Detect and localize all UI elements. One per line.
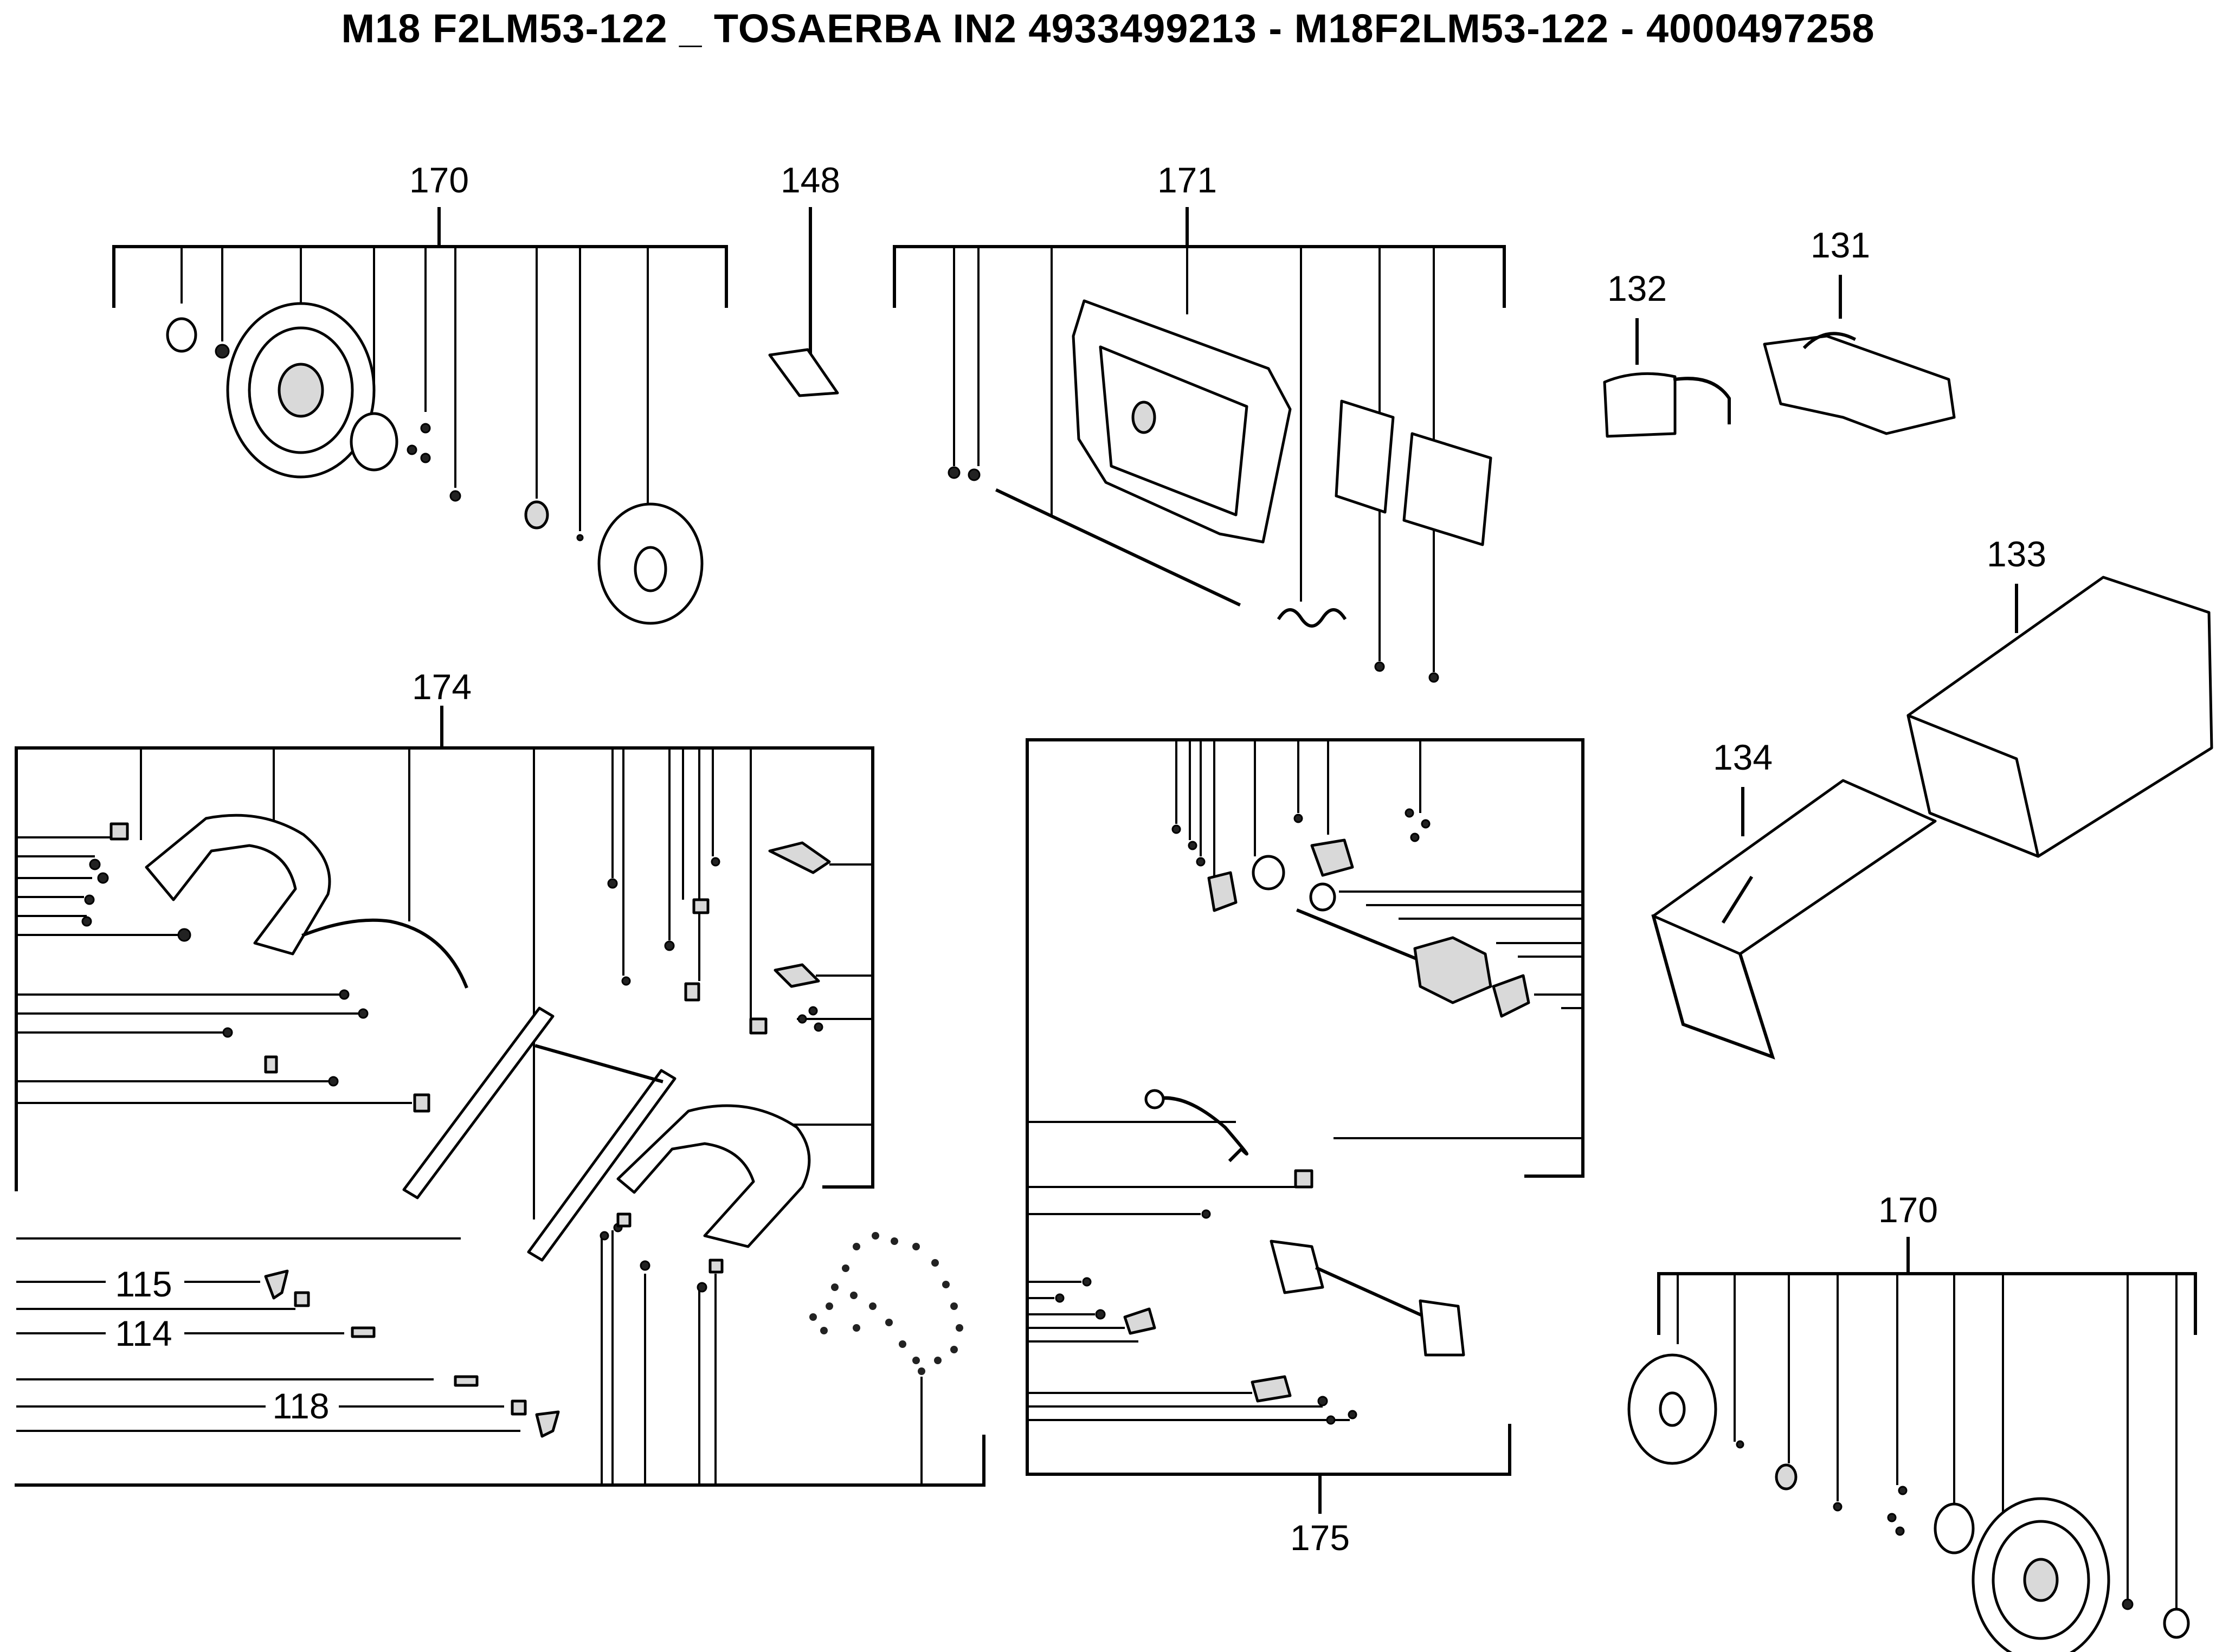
callout-132: 132 (1607, 268, 1667, 308)
gasket-right (1402, 432, 1492, 546)
part-132: 132 (1603, 268, 1731, 438)
callout-170-top: 170 (409, 160, 469, 200)
label-plate-148 (768, 348, 839, 397)
group-174: 174 115 114 118 (15, 667, 985, 1487)
callout-148: 148 (781, 160, 840, 200)
group-171: 171 (893, 160, 1506, 683)
gear (1252, 855, 1285, 890)
group-170-bottom: 170 (1627, 1190, 2197, 1652)
part-134: 134 (1651, 737, 1937, 1060)
callout-174: 174 (412, 667, 472, 707)
hub-cap-bottom (1934, 1502, 1975, 1554)
part-131: 131 (1763, 225, 1956, 435)
nut (215, 344, 230, 359)
callout-134: 134 (1713, 737, 1773, 777)
handle-tube-left (402, 1006, 555, 1199)
control-cable (301, 918, 468, 989)
lower-handle-frame (616, 1104, 811, 1248)
handle-tube-right (527, 1069, 677, 1262)
washer-ring (166, 317, 197, 353)
axle-bracket-right (1419, 1299, 1465, 1357)
bushing (524, 500, 549, 530)
callout-171: 171 (1157, 160, 1217, 200)
diagram-title: M18 F2LM53-122 _ TOSAERBA IN2 4933499213… (341, 6, 1875, 51)
small-fasteners (81, 822, 831, 1438)
discharge-chute (1763, 334, 1956, 435)
height-adjust-rod (1150, 1096, 1248, 1163)
part-148: 148 (768, 160, 840, 397)
lever-part (768, 841, 831, 874)
callout-114: 114 (115, 1313, 172, 1353)
motor-mount (1310, 838, 1354, 877)
callout-133: 133 (1987, 534, 2046, 574)
torsion-spring (1277, 608, 1347, 628)
callout-170-bottom: 170 (1878, 1190, 1938, 1230)
upper-handle (145, 814, 331, 956)
axle-bracket-left (1270, 1240, 1324, 1294)
motor-gearbox (1413, 936, 1492, 1004)
wheel-hub-cap (350, 412, 398, 472)
group-175: 175 (1026, 738, 1584, 1558)
callout-115: 115 (115, 1264, 172, 1304)
adjuster-bracket (1207, 871, 1238, 912)
knob-115 (264, 1269, 289, 1300)
callout-118: 118 (272, 1386, 329, 1426)
mulching-plug (1603, 372, 1677, 438)
screw-arc (809, 1232, 963, 1375)
knob-118 (535, 1410, 560, 1438)
callout-175: 175 (1290, 1518, 1350, 1558)
callout-131: 131 (1811, 225, 1870, 265)
grass-bag-frame (1652, 779, 1937, 956)
gasket-left (1335, 399, 1395, 514)
group-170-top: 170 (112, 160, 728, 625)
part-133: 133 (1906, 534, 2213, 858)
